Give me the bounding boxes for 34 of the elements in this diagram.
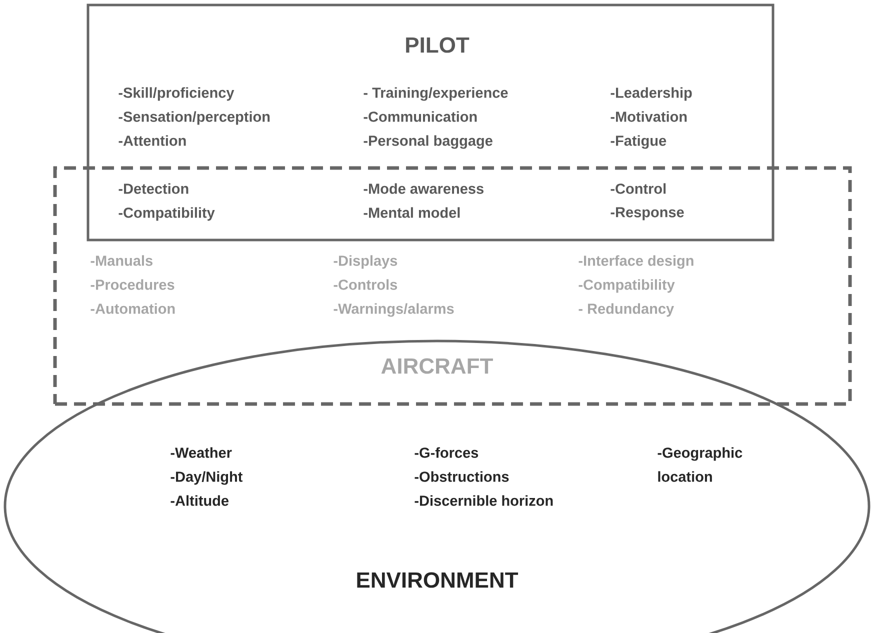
list-item: -Communication (364, 111, 477, 122)
list-item: -Mode awareness (364, 183, 484, 194)
list-item: -Detection (118, 183, 188, 194)
list-item: -Control (610, 183, 666, 194)
list-item: -Discernible horizon (414, 495, 553, 506)
list-item: -Day/Night (170, 471, 243, 485)
list-item: -Sensation/perception (118, 111, 270, 125)
list-item: -Interface design (578, 255, 694, 269)
list-item: -Procedures (90, 279, 174, 290)
list-item: -Displays (334, 255, 398, 269)
list-item: -Attention (118, 135, 186, 146)
heading: AIRCRAFT (381, 358, 493, 374)
heading: ENVIRONMENT (357, 572, 518, 588)
list-item: -Obstructions (414, 471, 509, 482)
list-item: -Mental model (364, 207, 460, 218)
list-item: -Altitude (170, 495, 229, 506)
list-item: -Personal baggage (364, 135, 492, 149)
list-item: -Manuals (90, 255, 152, 266)
list-item: -G-forces (414, 447, 478, 458)
list-item: -Automation (90, 303, 175, 314)
list-item: -Controls (334, 279, 398, 290)
list-item: -Motivation (610, 111, 687, 122)
list-item: -Geographic location (658, 447, 742, 482)
list-item: -Compatibility (578, 279, 675, 293)
list-item: -Compatibility (118, 207, 215, 221)
list-item: - Training/experience (364, 87, 508, 101)
list-item: - Redundancy (578, 303, 674, 317)
list-item: -Response (610, 207, 684, 220)
list-item: -Fatigue (610, 135, 666, 149)
list-item: -Warnings/alarms (334, 303, 454, 317)
list-item: -Weather (170, 447, 232, 458)
list-item: -Skill/proficiency (118, 87, 234, 101)
heading: PILOT (406, 37, 470, 53)
list-item: -Leadership (610, 87, 692, 101)
